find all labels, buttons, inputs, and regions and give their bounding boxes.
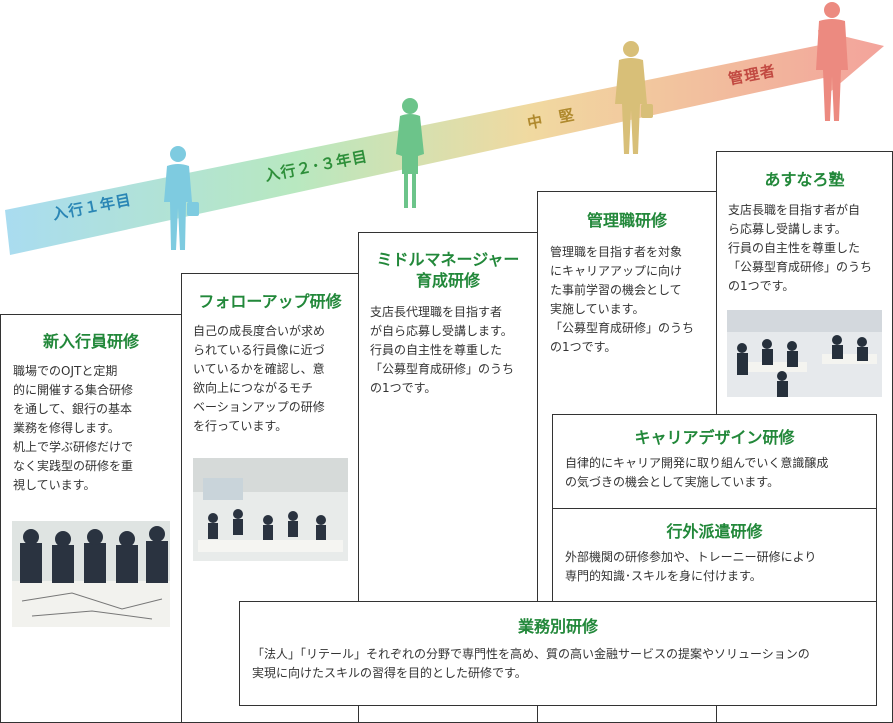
middle-manager-line: が自ら応募し受講します。: [370, 324, 513, 338]
business-specific-line: 「法人」「リテール」それぞれの分野で専門性を高め、質の高い金融サービスの提案やソ…: [252, 647, 810, 661]
management-line: 「公募型育成研修」のうち: [550, 321, 695, 335]
new-hire-line: 的に開催する集合研修: [13, 383, 134, 397]
business-specific-line: 実現に向けたスキルの習得を目的とした研修です。: [252, 666, 527, 680]
external-dispatch-line: 専門的知識･スキルを身に付けます。: [565, 569, 762, 583]
management-line: 実施しています。: [550, 302, 645, 316]
asunaro-line: ら応募し受講します。: [728, 222, 847, 236]
middle-manager-line: の1つです。: [370, 381, 437, 395]
management-line: 管理職を目指す者を対象: [550, 245, 683, 259]
follow-up-line: ベーションアップの研修: [193, 400, 325, 414]
middle-manager-line: 支店長代理職を目指す者: [370, 305, 503, 319]
career-design-line: 自律的にキャリア開発に取り組んでいく意識醸成: [565, 456, 829, 470]
middle-manager-line: 「公募型育成研修」のうち: [370, 362, 515, 376]
new-hire-training-box: 新入行員研修 職場でのOJTと定期 的に開催する集合研修 を通して、銀行の基本 …: [0, 314, 182, 723]
businessman-red-icon: [816, 2, 848, 121]
follow-up-line: いているかを確認し、意: [193, 362, 325, 376]
management-training-title: 管理職研修: [586, 211, 667, 230]
new-hire-line: を通して、銀行の基本: [13, 402, 133, 416]
career-design-line: の気づきの機会として実施しています。: [565, 475, 780, 489]
external-dispatch-training-box: 行外派遣研修 外部機関の研修参加や、トレーニー研修により 専門的知識･スキルを身…: [552, 508, 877, 608]
asunaro-line: 支店長職を目指す者が自: [728, 203, 861, 217]
career-design-training-box: キャリアデザイン研修 自律的にキャリア開発に取り組んでいく意識醸成 の気づきの機…: [552, 414, 877, 509]
new-hire-line: 職場でのOJTと定期: [13, 364, 118, 378]
follow-up-line: を行っています。: [193, 419, 288, 433]
management-line: にキャリアアップに向け: [550, 264, 683, 278]
asunaro-juku-title: あすなろ塾: [764, 170, 845, 189]
follow-up-line: 自己の成長度合いが求め: [193, 324, 326, 338]
new-hire-training-photo: [12, 521, 170, 627]
new-hire-line: 業務を修得します。: [13, 421, 120, 435]
follow-up-training-title: フォローアップ研修: [198, 292, 342, 311]
asunaro-juku-photo: [727, 310, 882, 397]
new-hire-line: なく実践型の研修を重: [13, 459, 134, 473]
businessman-gold-icon: [615, 41, 653, 154]
follow-up-line: 欲向上につながるモチ: [193, 381, 314, 395]
career-design-training-title: キャリアデザイン研修: [634, 428, 795, 447]
asunaro-line: の1つです。: [728, 279, 795, 293]
businesswoman-green-icon: [396, 98, 424, 208]
external-dispatch-line: 外部機関の研修参加や、トレーニー研修により: [565, 550, 817, 564]
management-line: の1つです。: [550, 340, 617, 354]
business-specific-training-box: 業務別研修 「法人」「リテール」それぞれの分野で専門性を高め、質の高い金融サービ…: [239, 601, 877, 706]
business-specific-training-title: 業務別研修: [517, 617, 598, 636]
asunaro-line: 「公募型育成研修」のうち: [728, 260, 873, 274]
new-hire-training-title: 新入行員研修: [42, 332, 139, 351]
middle-manager-training-title-line1: ミドルマネージャー: [376, 250, 520, 269]
career-timeline-arrow: [5, 30, 884, 255]
follow-up-line: られている行員像に近づ: [193, 343, 325, 357]
businessman-blue-icon: [164, 146, 199, 250]
middle-manager-line: 行員の自主性を尊重した: [370, 343, 503, 357]
follow-up-training-photo: [193, 458, 348, 561]
external-dispatch-training-title: 行外派遣研修: [666, 522, 763, 541]
new-hire-line: 机上で学ぶ研修だけで: [13, 440, 134, 454]
asunaro-line: 行員の自主性を尊重した: [728, 241, 861, 255]
middle-manager-training-title-line2: 育成研修: [415, 271, 480, 290]
new-hire-line: 視しています。: [13, 478, 96, 492]
management-line: た事前学習の機会として: [550, 283, 682, 297]
follow-up-training-box: フォローアップ研修 自己の成長度合いが求め られている行員像に近づ いているかを…: [181, 273, 359, 723]
